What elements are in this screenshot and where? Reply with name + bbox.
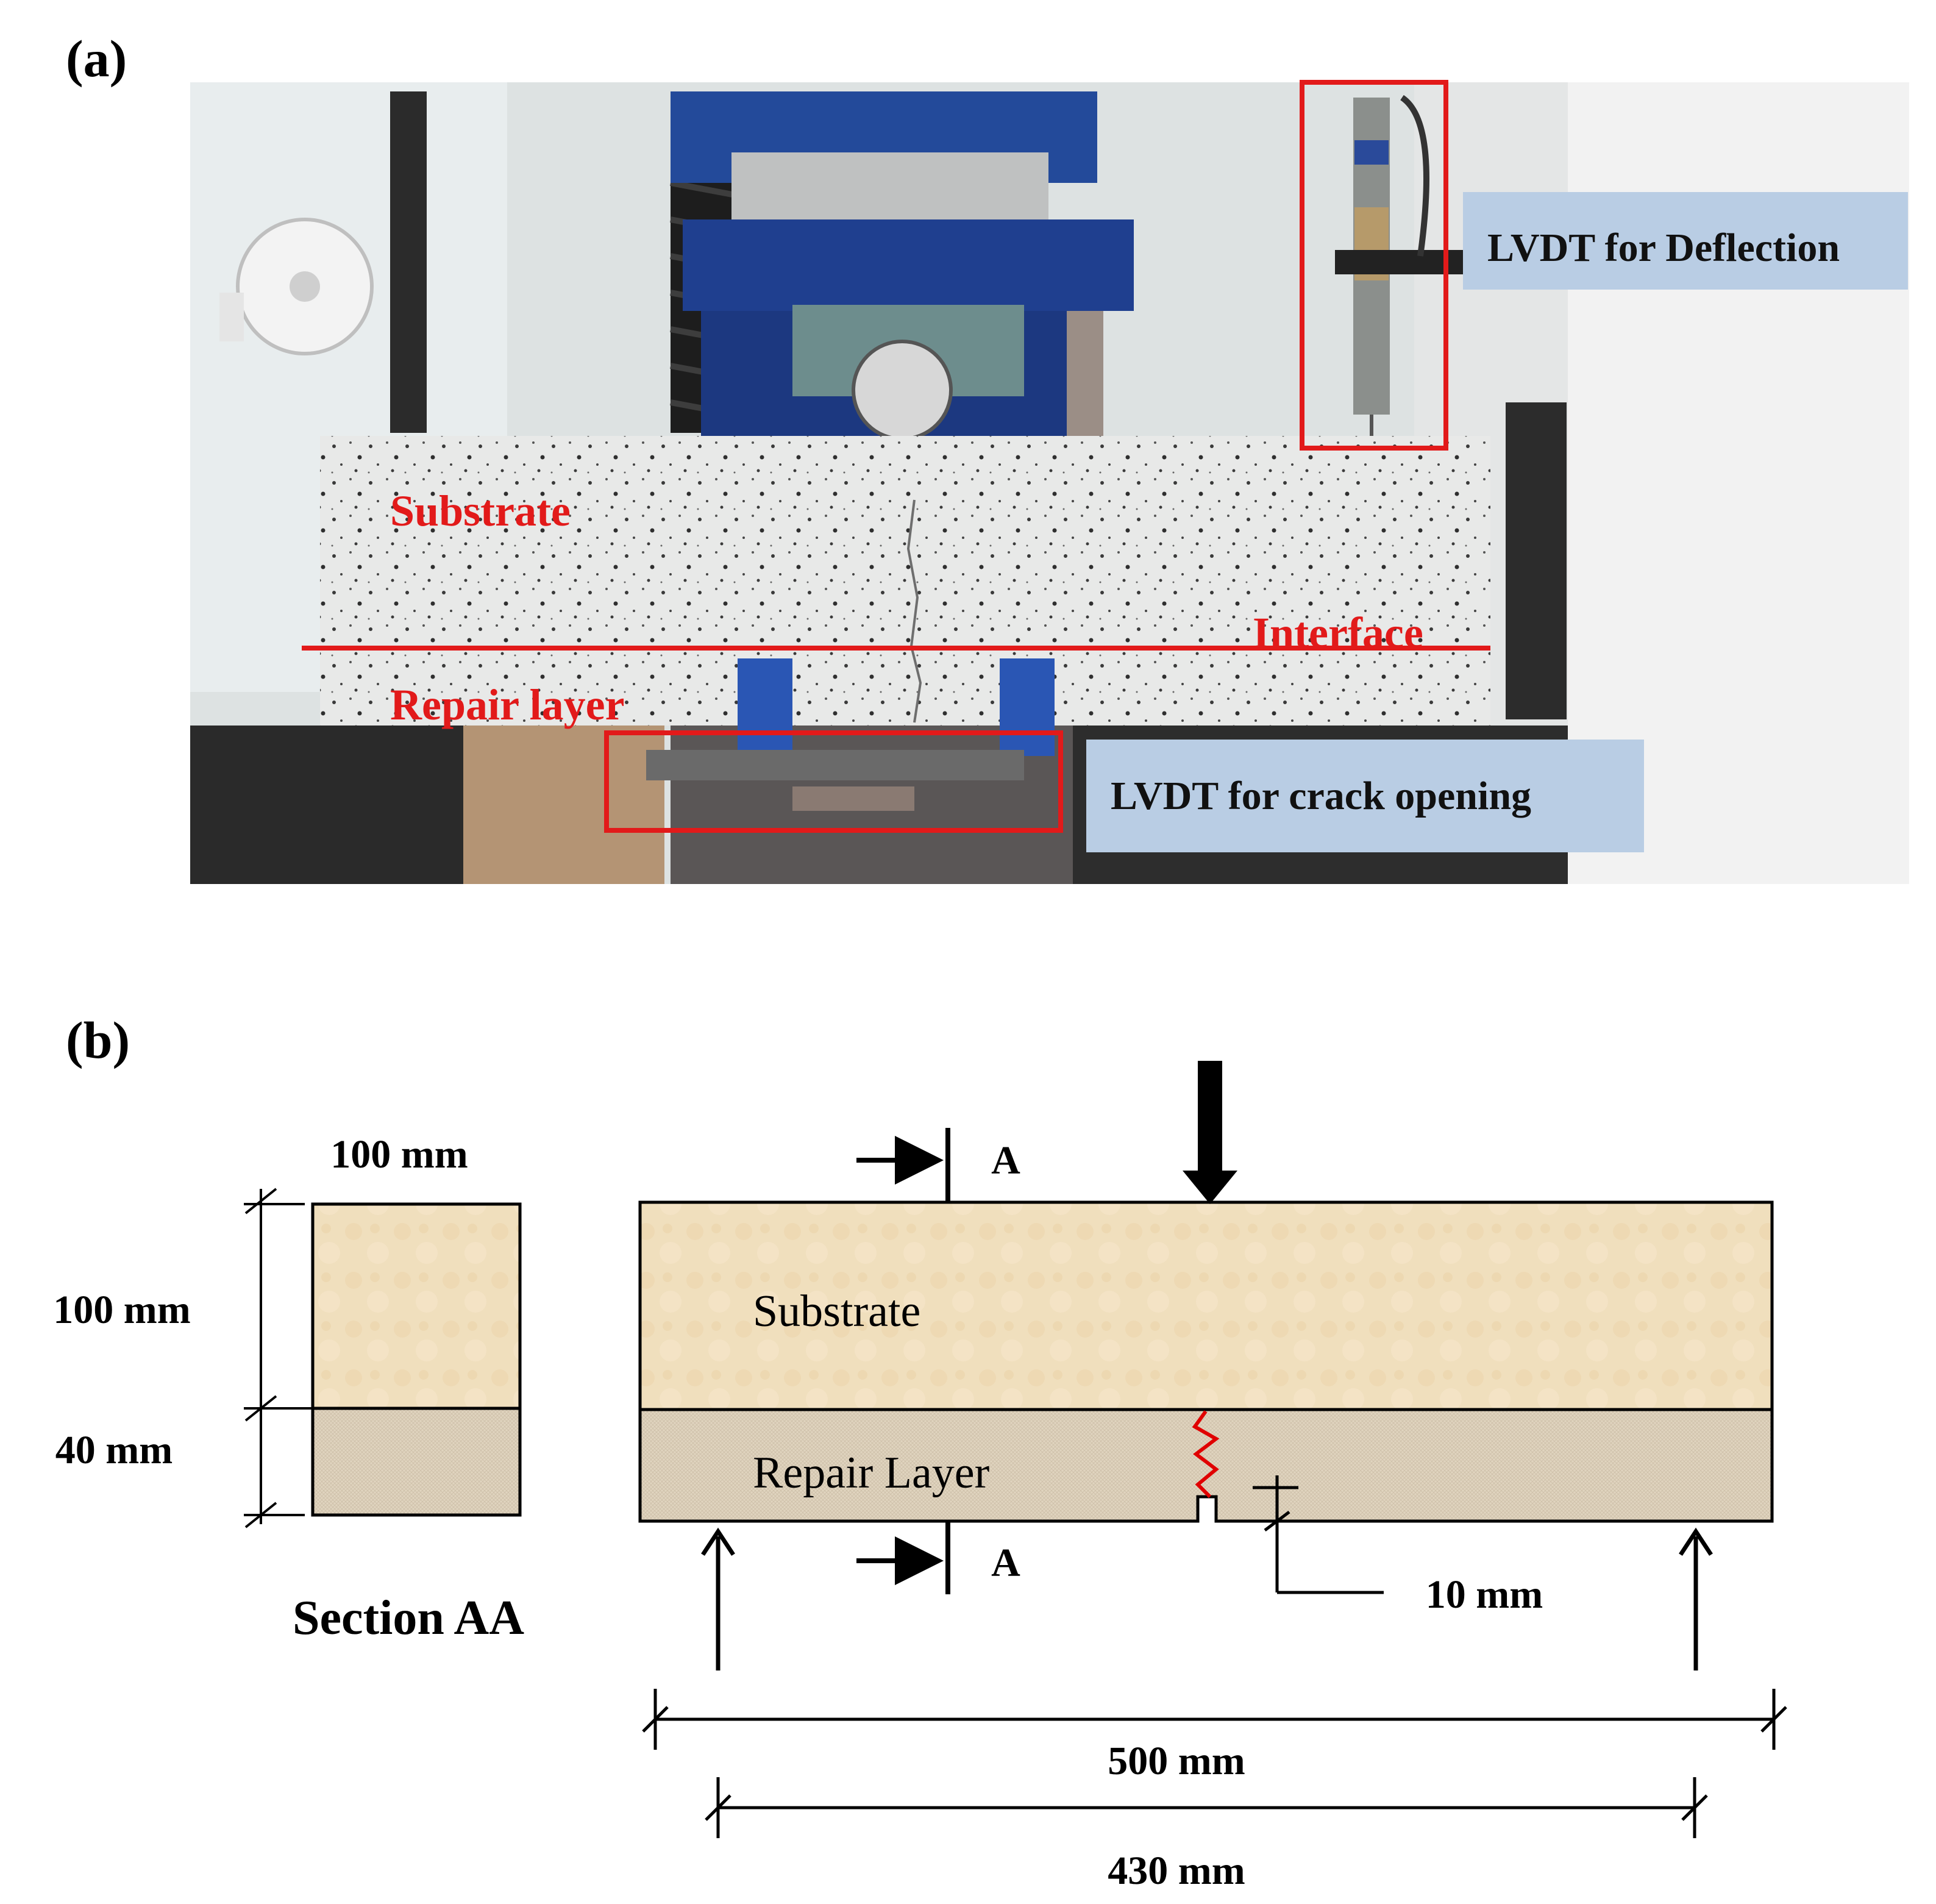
span-label: 430 mm: [1108, 1849, 1245, 1893]
photo-label-interface: Interface: [1253, 608, 1423, 657]
side-clamp: [1506, 402, 1567, 719]
photo-crack: [906, 499, 922, 723]
point-load-arrow: [1183, 1061, 1237, 1204]
lvdt-bracket-left: [738, 658, 792, 756]
crack-lvdt-highlight: [604, 730, 1063, 833]
crack-line: [1192, 1410, 1220, 1499]
support-arrow-right: [1679, 1527, 1713, 1670]
support-arrow-left: [701, 1527, 735, 1670]
load-roller: [852, 340, 953, 441]
beam-elevation: [638, 1200, 1774, 1523]
notch-depth-label: 10 mm: [1426, 1572, 1543, 1617]
wall-fan: [219, 218, 374, 355]
total-length-label: 500 mm: [1108, 1739, 1245, 1783]
section-cut-top-label: A: [991, 1138, 1020, 1183]
beam-repair-label: Repair Layer: [753, 1448, 989, 1498]
section-height-dimension: [244, 1188, 313, 1528]
panel-a-label: (a): [66, 29, 127, 88]
section-substrate: [311, 1202, 522, 1410]
section-title: Section AA: [293, 1591, 524, 1645]
crack-callout-box: [1086, 740, 1644, 852]
section-cut-top: [856, 1128, 950, 1202]
section-cut-bottom-label: A: [991, 1541, 1020, 1585]
loading-head: [683, 219, 1134, 311]
section-repair-height: 40 mm: [55, 1428, 173, 1472]
photo-label-repair: Repair layer: [390, 680, 625, 729]
crack-lvdt-body: [646, 750, 1024, 780]
deflection-lvdt-highlight: [1300, 80, 1448, 451]
deflection-callout-box: [1463, 192, 1908, 290]
beam-repair: [638, 1408, 1774, 1523]
panel-b-label: (b): [66, 1011, 130, 1069]
deflection-callout-text: LVDT for Deflection: [1487, 226, 1840, 270]
section-substrate-height: 100 mm: [53, 1288, 190, 1332]
notch-dimension: [1253, 1475, 1384, 1594]
total-length-dimension: [642, 1689, 1787, 1750]
beam-substrate-label: Substrate: [753, 1286, 920, 1336]
section-aa: [311, 1202, 522, 1517]
section-repair: [311, 1407, 522, 1517]
crack-callout-text: LVDT for crack opening: [1111, 774, 1531, 818]
span-dimension: [705, 1777, 1708, 1838]
deflection-lvdt: [1335, 94, 1481, 439]
wooden-block: [463, 726, 664, 884]
machine-cable: [390, 91, 427, 433]
concrete-specimen: [320, 436, 1490, 726]
section-width-label: 100 mm: [330, 1132, 468, 1177]
photo-label-substrate: Substrate: [390, 487, 571, 535]
lvdt-bracket-right: [1000, 658, 1055, 756]
section-cut-bottom: [856, 1521, 950, 1594]
